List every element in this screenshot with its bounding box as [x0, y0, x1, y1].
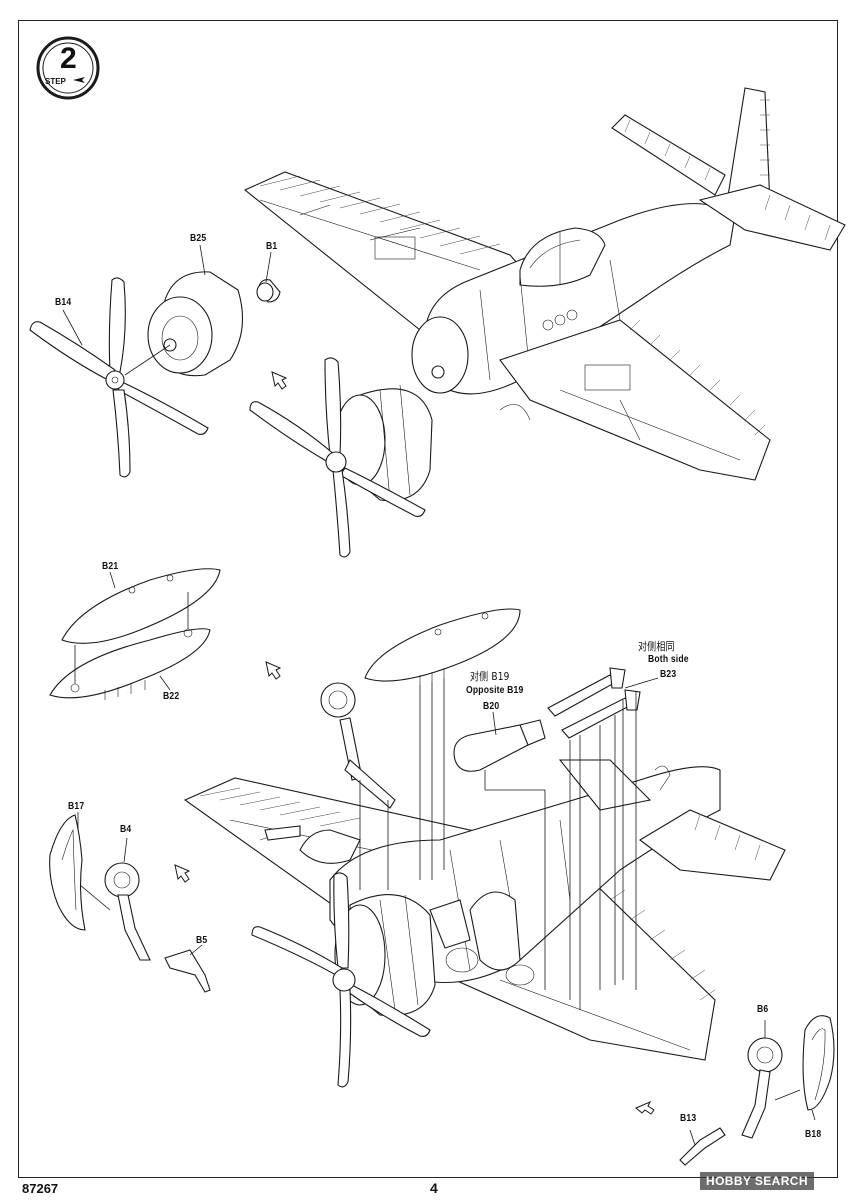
- label-b18: B18: [805, 1128, 822, 1140]
- label-b22: B22: [163, 690, 180, 702]
- label-b14: B14: [55, 296, 72, 308]
- step-number: 2: [60, 42, 77, 75]
- assembly-arrow-icon: [635, 1101, 655, 1115]
- right-gear-parts: [635, 1015, 835, 1166]
- step-badge: 2 STEP: [36, 36, 100, 100]
- bottom-aircraft: [183, 759, 786, 1088]
- label-b23: B23: [660, 668, 677, 680]
- label-b1: B1: [266, 240, 278, 252]
- step-word: STEP: [45, 77, 67, 86]
- label-b4: B4: [120, 823, 132, 835]
- assembly-arrow-icon: [174, 864, 191, 883]
- left-gear-parts: [49, 812, 211, 993]
- arrow-icon: [73, 77, 85, 83]
- drop-tank-parts: [49, 568, 282, 700]
- center-drop-tank: [364, 608, 521, 880]
- label-b13: B13: [680, 1112, 697, 1124]
- top-aircraft: [243, 87, 846, 481]
- assembly-arrow-icon: [265, 661, 282, 680]
- assembly-arrow-icon: [271, 371, 288, 390]
- label-b20: B20: [483, 700, 500, 712]
- page-number: 4: [430, 1180, 438, 1196]
- label-b19-opposite-cn: 对侧 B19: [470, 670, 510, 683]
- kit-code: 87267: [22, 1181, 59, 1196]
- label-b6: B6: [757, 1003, 769, 1015]
- bomb-b20: [453, 711, 546, 990]
- label-b21: B21: [102, 560, 119, 572]
- engine-parts-top: [29, 244, 288, 478]
- label-b5: B5: [196, 934, 208, 946]
- label-b17: B17: [68, 800, 85, 812]
- label-both-side-en: Both side: [648, 653, 689, 665]
- label-b25: B25: [190, 232, 207, 244]
- main-gear-center: [320, 682, 396, 890]
- rockets-b23: [547, 667, 659, 1010]
- watermark: HOBBY SEARCH: [700, 1172, 814, 1190]
- label-both-side-cn: 对侧相同: [638, 640, 675, 653]
- label-b19-opposite-en: Opposite B19: [466, 684, 524, 696]
- page-border: [18, 20, 838, 1178]
- propeller-assembled-top: [249, 357, 433, 558]
